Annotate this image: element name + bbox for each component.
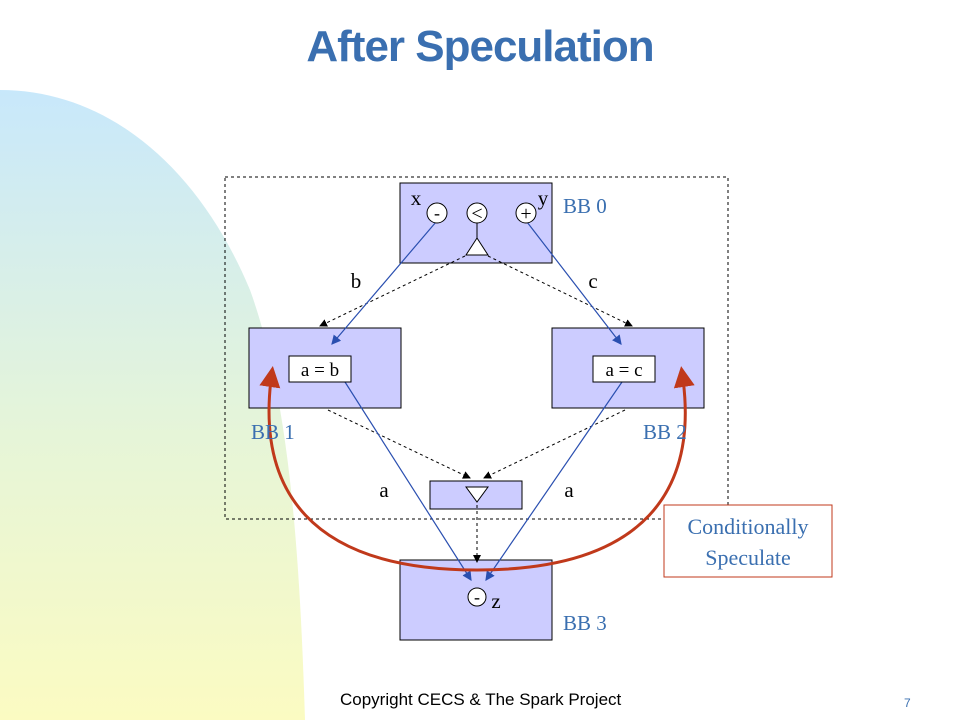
callout-line-1: Conditionally — [688, 514, 809, 539]
bb3-label: BB 3 — [563, 611, 607, 635]
variable-z: z — [491, 589, 500, 613]
branch-triangle-icon — [465, 237, 489, 256]
data-wire-bb2-to-bb3 — [485, 381, 623, 581]
bb0-label: BB 0 — [563, 194, 607, 218]
variable-a-left: a — [379, 478, 389, 502]
variable-a-right: a — [564, 478, 574, 502]
control-edge-bb0-bb1 — [319, 255, 466, 327]
speculate-arrow-to-bb2 — [476, 366, 695, 572]
variable-c: c — [588, 269, 597, 293]
data-wire-minus-to-bb1 — [331, 221, 437, 345]
bb1-statement-text: a = b — [301, 360, 339, 381]
less-than-operator-label: < — [471, 203, 482, 225]
bb3-minus-operator-label: - — [474, 587, 480, 607]
plus-operator-label: + — [520, 203, 531, 225]
join-triangle-icon — [465, 486, 489, 503]
control-edge-bb1-join — [327, 409, 471, 479]
plus-operator-node — [515, 202, 537, 224]
minus-operator-node — [426, 202, 448, 224]
speculate-arrow-to-bb1 — [259, 366, 478, 572]
slide-footer: Copyright CECS & The Spark Project — [340, 690, 622, 709]
data-wire-bb1-to-bb3 — [344, 381, 472, 582]
control-edge-bb2-join — [483, 409, 626, 479]
callout-line-2: Speculate — [705, 545, 791, 570]
variable-x: x — [411, 186, 422, 210]
bb2-label: BB 2 — [643, 420, 687, 444]
minus-operator-label: - — [434, 203, 440, 223]
bb1-label: BB 1 — [251, 420, 295, 444]
callout-box — [663, 504, 833, 578]
page-number: 7 — [904, 696, 911, 710]
variable-b: b — [351, 269, 362, 293]
background-decoration — [0, 90, 305, 720]
control-edge-bb0-bb2 — [487, 255, 633, 327]
variable-y: y — [538, 186, 549, 210]
slide-title: After Speculation — [306, 22, 654, 71]
bb2-statement-text: a = c — [605, 360, 642, 381]
bb3-minus-operator-node — [467, 587, 487, 607]
bb2-statement-box — [592, 355, 656, 383]
data-wire-plus-to-bb2 — [526, 221, 622, 345]
bb1-statement-box — [288, 355, 352, 383]
speculation-region — [224, 176, 729, 520]
